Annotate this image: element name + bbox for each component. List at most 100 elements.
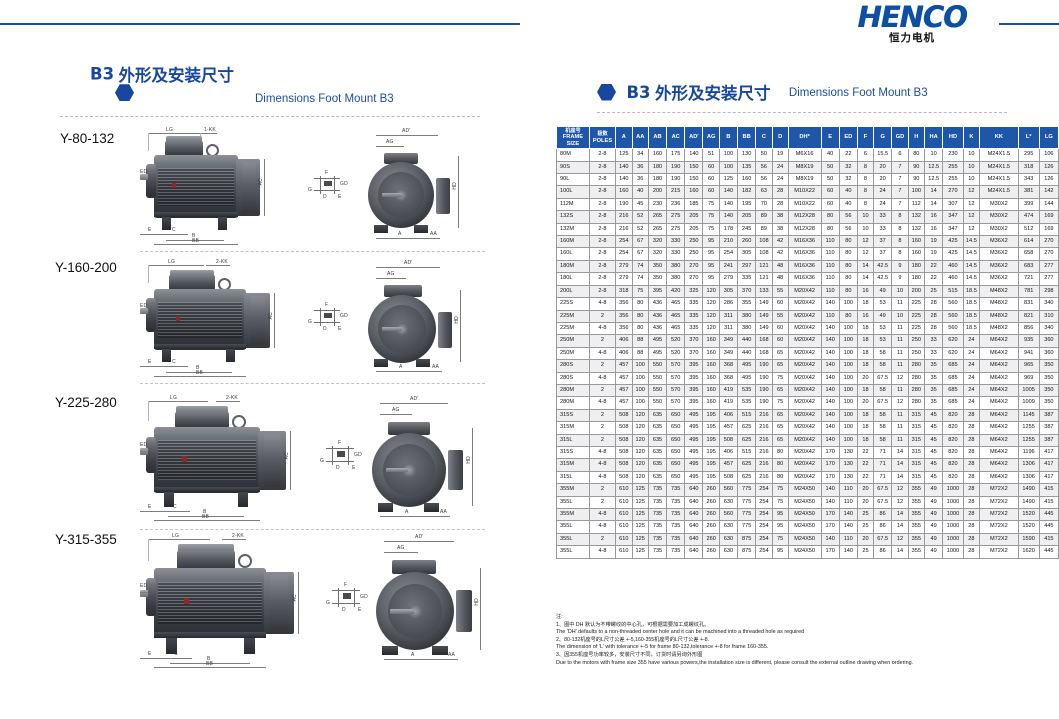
table-cell: 190 [755,383,773,398]
table-cell: 380 [737,309,757,323]
cell-frame-size: 315M [556,421,590,435]
col-ab: AB [647,125,668,150]
table-cell: 75 [771,371,789,385]
table-cell: 20 [856,495,875,510]
table-cell: 38 [771,210,789,224]
table-cell: 49 [923,483,944,497]
table-cell: 75 [702,222,720,237]
table-cell: 58 [872,408,893,423]
table-cell: 355 [907,507,926,522]
col-bb: BB [737,125,757,150]
table-cell: 315 [907,433,926,447]
table-cell: 18.5 [962,309,981,323]
table-cell: 90 [907,173,926,187]
table-cell: 935 [1017,334,1040,348]
table-cell: 445 [1038,520,1059,534]
table-cell: 80 [771,470,789,485]
table-cell: M20X42 [787,445,822,460]
table-cell: 100 [838,383,858,398]
table-cell: 2 [588,383,617,398]
table-cell: 25 [856,507,875,522]
table-cell: 340 [1038,297,1059,311]
table-cell: 370 [684,346,704,361]
cell-frame-size: 315M [556,458,590,472]
col-d: D [771,125,789,150]
table-cell: 80 [838,259,858,274]
table-cell: 14 [891,445,909,460]
cell-frame-size: 100L [556,185,590,199]
table-cell: M24X1.5 [979,185,1019,199]
table-cell: 40 [631,185,649,199]
table-cell: 4-8 [588,507,617,522]
table-cell: 415 [1038,483,1059,497]
table-cell: 1145 [1017,408,1040,423]
table-cell: 508 [718,433,739,447]
table-cell: 140 [820,359,840,373]
table-cell: 120 [631,421,649,435]
page-header: HENCO 恒力电机 [0,0,1059,46]
table-cell: 169 [1038,222,1059,237]
table-cell: 140 [820,371,840,385]
table-cell: 95 [771,507,789,522]
table-cell: 14 [891,470,909,485]
table-cell: M20X42 [787,334,822,348]
table-cell: M30X2 [979,210,1019,224]
table-cell: 95 [702,272,720,286]
table-cell: 140 [820,396,840,410]
table-cell: 457 [615,359,633,373]
table-cell: 495 [684,458,704,472]
table-cell: 735 [666,520,686,534]
table-cell: 415 [1038,495,1059,510]
table-cell: 625 [737,470,757,485]
table-cell: 130 [838,445,858,460]
table-cell: 515 [737,445,757,460]
table-cell: 311 [718,321,739,336]
table-cell: 11 [891,433,909,447]
table-cell: 144 [1038,197,1059,212]
table-cell: 260 [702,483,720,497]
table-cell: 45 [923,421,944,435]
table-cell: 2 [588,495,617,510]
table-cell: 125 [631,507,649,522]
table-cell: 465 [666,309,686,323]
table-cell: 25 [856,545,875,559]
table-cell: 140 [820,532,840,547]
table-cell: 495 [684,421,704,435]
table-cell: 149 [755,309,773,323]
table-cell: 112 [907,197,926,212]
table-cell: 560 [942,297,964,311]
brand-chinese-name: 恒力电机 [889,32,935,44]
table-cell: 168 [755,334,773,348]
table-cell: 4-8 [588,297,617,311]
cell-frame-size: 160L [556,247,590,261]
table-cell: 24 [771,160,789,175]
table-cell: 75 [771,483,789,497]
table-cell: 1520 [1017,520,1040,534]
table-cell: 4-8 [588,396,617,410]
table-cell: 2-8 [588,259,617,274]
table-cell: M8X19 [787,173,822,187]
table-cell: 50 [820,160,840,175]
table-cell: 37 [872,235,893,249]
table-cell: 14 [891,520,909,534]
table-cell: 735 [647,507,668,522]
table-cell: 270 [684,272,704,286]
table-cell: 140 [820,383,840,398]
table-cell: 58 [872,359,893,373]
table-cell: 2 [588,483,617,497]
table-cell: 279 [615,272,633,286]
table-cell: 735 [666,495,686,510]
table-cell: 58 [872,421,893,435]
table-cell: 28 [771,185,789,199]
table-cell: 10 [856,222,875,237]
table-cell: 95 [702,247,720,261]
table-cell: 4-8 [588,445,617,460]
table-cell: 610 [615,545,633,559]
table-cell: 685 [942,383,964,398]
col-dh: DH* [787,125,822,150]
table-cell: 298 [1038,284,1059,299]
